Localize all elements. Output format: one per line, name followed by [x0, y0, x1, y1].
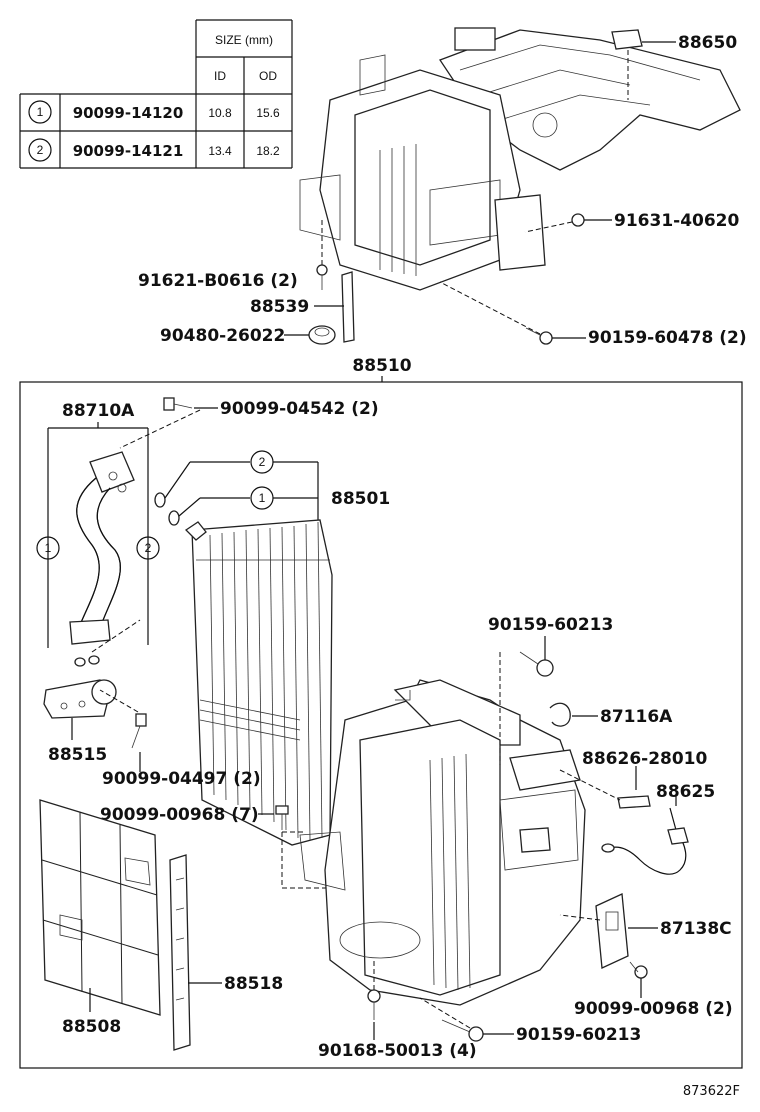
size-table: SIZE (mm) ID OD 1 90099-14120 10.8 15.6 … — [19, 19, 293, 169]
part-88625-drawing — [601, 796, 689, 875]
part-91631-drawing — [524, 213, 612, 233]
label-90159-60213-upper: 90159-60213 — [488, 615, 613, 635]
row1-od: 15.6 — [256, 106, 280, 120]
part-88650-drawing — [611, 29, 676, 100]
label-88710a: 88710A — [62, 401, 135, 421]
label-91631-40620: 91631-40620 — [614, 211, 740, 231]
circle-ref-1: 1 — [259, 491, 266, 505]
size-header: SIZE (mm) — [215, 33, 273, 47]
part-90099-04497-drawing — [99, 689, 147, 772]
lower-housing-drawing — [299, 679, 586, 1006]
label-90168-50013: 90168-50013 (4) — [318, 1041, 477, 1061]
evaporator-core-drawing — [184, 519, 333, 846]
row2-id: 13.4 — [208, 144, 232, 158]
part-88515-drawing — [43, 619, 141, 740]
label-87116a: 87116A — [600, 707, 673, 727]
part-88626-drawing — [559, 766, 651, 809]
label-90099-00968-2: 90099-00968 (2) — [574, 999, 733, 1019]
row1-id: 10.8 — [208, 106, 232, 120]
label-88650: 88650 — [678, 33, 737, 53]
label-88539: 88539 — [250, 297, 309, 317]
row2-ref: 2 — [37, 143, 44, 157]
part-88518-drawing — [169, 854, 222, 1051]
part-90099-00968-2-drawing — [629, 961, 648, 998]
label-91621-b0616: 91621-B0616 (2) — [138, 271, 298, 291]
id-header: ID — [214, 69, 226, 83]
circle-ref-2-left: 2 — [145, 541, 152, 555]
label-88501: 88501 — [331, 489, 390, 509]
label-90099-00968-7: 90099-00968 (7) — [100, 805, 259, 825]
label-88518: 88518 — [224, 974, 283, 994]
row1-part: 90099-14120 — [73, 104, 184, 122]
label-87138c: 87138C — [660, 919, 732, 939]
label-88515: 88515 — [48, 745, 107, 765]
label-88508: 88508 — [62, 1017, 121, 1037]
label-90159-60213-lower: 90159-60213 — [516, 1025, 641, 1045]
part-87116a-drawing — [549, 702, 598, 727]
part-90159-60478-drawing — [439, 281, 586, 345]
row1-ref: 1 — [37, 105, 44, 119]
label-90159-60478: 90159-60478 (2) — [588, 328, 747, 348]
od-header: OD — [259, 69, 277, 83]
part-87138c-drawing — [559, 893, 658, 969]
label-90480-26022: 90480-26022 — [160, 326, 285, 346]
label-88510: 88510 — [352, 356, 411, 376]
row2-od: 18.2 — [256, 144, 280, 158]
part-90480-drawing — [284, 325, 336, 345]
group-88510-frame — [19, 381, 743, 1069]
part-91621-drawing — [316, 220, 328, 290]
part-88539-drawing — [314, 271, 355, 343]
row2-part: 90099-14121 — [73, 142, 184, 160]
upper-housing-drawing — [299, 27, 741, 291]
part-88710a-drawing — [36, 409, 201, 648]
label-88626-28010: 88626-28010 — [582, 749, 708, 769]
label-90099-04542: 90099-04542 (2) — [220, 399, 379, 419]
part-90099-04542-drawing — [163, 397, 218, 411]
circle-ref-1-left: 1 — [45, 541, 52, 555]
illustration-ref-number: 873622F — [683, 1084, 740, 1099]
part-90159-60213-upper-drawing — [499, 636, 554, 765]
part-90099-00968-7-drawing — [258, 805, 405, 889]
part-90159-60213-lower-drawing — [419, 997, 514, 1042]
circle-ref-2: 2 — [259, 455, 266, 469]
part-90168-drawing — [367, 960, 381, 1040]
label-88625: 88625 — [656, 782, 715, 802]
label-90099-04497: 90099-04497 (2) — [102, 769, 261, 789]
part-88508-drawing — [39, 799, 161, 1016]
